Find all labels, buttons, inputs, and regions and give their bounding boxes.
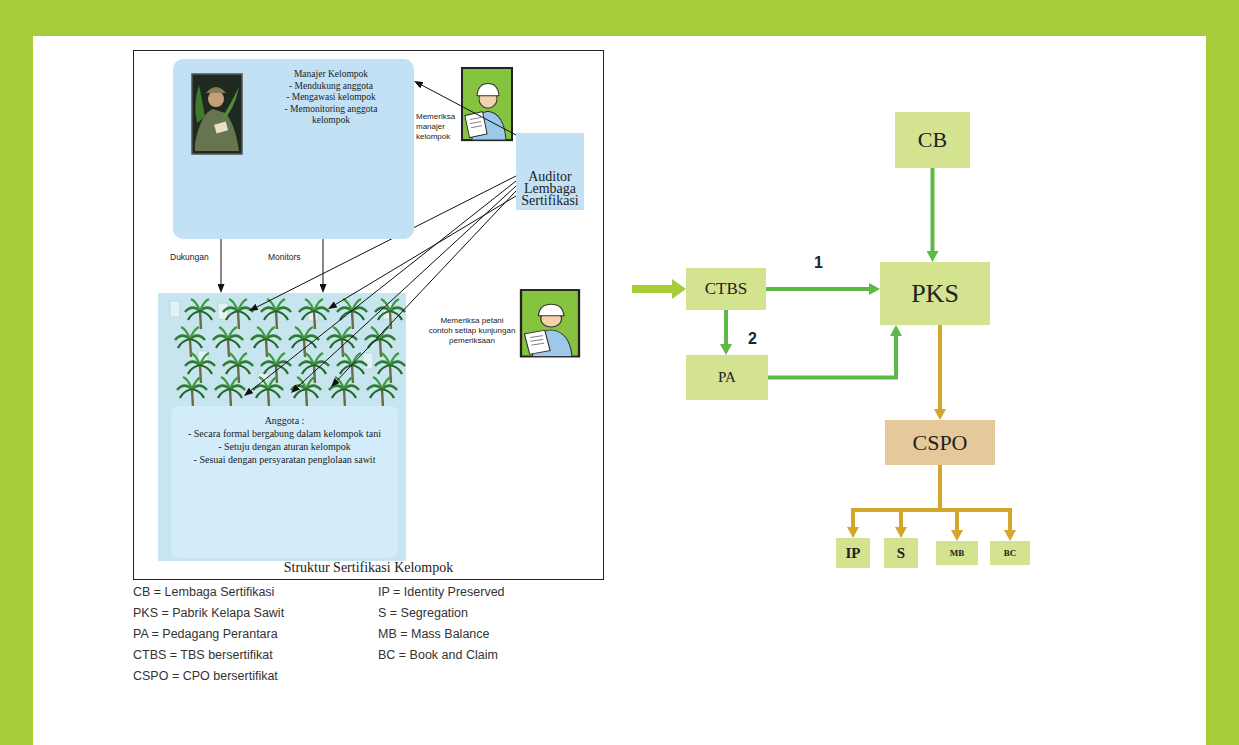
box-label: S xyxy=(897,545,905,562)
box-label: CB xyxy=(918,127,947,153)
note-label: Memeriksa manajer kelompok xyxy=(416,112,462,142)
text-block: S xyxy=(897,545,905,562)
callout-number: 2 xyxy=(748,330,757,348)
abbreviation-item: PKS = Pabrik Kelapa Sawit xyxy=(133,605,284,621)
palm-tree xyxy=(223,299,253,329)
palm-tree xyxy=(175,327,205,357)
model-box: IP xyxy=(836,538,870,568)
text-block: MB xyxy=(950,548,965,558)
box-label: PKS xyxy=(911,279,959,309)
group-structure-box: Struktur Sertifikasi Kelompok Manajer Kel… xyxy=(133,50,604,580)
abbreviation-item: BC = Book and Claim xyxy=(378,647,498,663)
box-text: - Mengawasi kelompok xyxy=(283,92,379,104)
connector-arrow xyxy=(766,287,869,291)
palm-tree xyxy=(215,377,245,407)
connector-arrow xyxy=(940,465,957,530)
abbreviation-item: IP = Identity Preserved xyxy=(378,584,505,600)
connector-arrow xyxy=(632,285,672,293)
flow-box: PA xyxy=(686,355,768,400)
palm-tree xyxy=(329,377,359,407)
palm-tree xyxy=(289,327,319,357)
flow-box: CB xyxy=(895,112,970,168)
callout-number: 1 xyxy=(814,254,823,272)
connector-arrow xyxy=(938,325,942,409)
field-post xyxy=(363,353,373,369)
box-text: Auditor Lembaga Sertifikasi xyxy=(516,171,584,207)
product-box: CSPO xyxy=(885,420,995,465)
palm-tree xyxy=(367,377,397,407)
palm-tree xyxy=(185,299,215,329)
text-block: CSPO xyxy=(912,430,967,456)
abbreviation-item: PA = Pedagang Perantara xyxy=(133,626,278,642)
connector-arrow xyxy=(940,465,1010,530)
text-block: PKS xyxy=(911,279,959,309)
text-block: CTBS xyxy=(705,279,748,299)
box-text: - Memonitoring anggota kelompok xyxy=(283,104,379,127)
model-box: BC xyxy=(990,541,1030,565)
palm-tree xyxy=(251,327,281,357)
box-text: Anggota : xyxy=(179,414,390,427)
connector-arrow xyxy=(724,310,728,344)
abbreviation-item: MB = Mass Balance xyxy=(378,626,490,642)
abbreviation-item: CSPO = CPO bersertifikat xyxy=(133,668,278,684)
abbreviation-item: S = Segregation xyxy=(378,605,468,621)
text-block: CB xyxy=(918,127,947,153)
box-text: - Sesuai dengan persyaratan penglolaan s… xyxy=(179,453,390,466)
manager-box: Manajer Kelompok- Mendukung anggota- Men… xyxy=(173,59,414,239)
box-text: - Secara formal bergabung dalam kelompok… xyxy=(179,427,390,440)
text-block: PA xyxy=(718,369,736,386)
box-text: - Setuju dengan aturan kelompok xyxy=(179,440,390,453)
flow-box: PKS xyxy=(880,262,990,325)
palm-tree xyxy=(337,299,367,329)
text-block: BC xyxy=(1004,548,1017,558)
model-box: MB xyxy=(936,541,978,565)
connector-arrow xyxy=(931,168,935,251)
text-block: Anggota :- Secara formal bergabung dalam… xyxy=(171,406,398,558)
palm-tree xyxy=(299,299,329,329)
edge-label: Monitors xyxy=(268,252,301,262)
palm-tree xyxy=(253,377,283,407)
palm-tree xyxy=(365,327,395,357)
manager-picture xyxy=(191,73,243,155)
text-block: Struktur Sertifikasi Kelompok xyxy=(134,560,603,576)
field-ground xyxy=(158,293,406,561)
member-field: Anggota :- Secara formal bergabung dalam… xyxy=(158,293,406,561)
connector-arrow xyxy=(323,239,324,284)
text-block: IP xyxy=(846,545,861,562)
connector-arrow xyxy=(853,465,940,527)
abbreviation-item: CB = Lembaga Sertifikasi xyxy=(133,584,274,600)
flow-box: CTBS xyxy=(686,268,766,310)
palm-tree xyxy=(261,299,291,329)
box-label: CSPO xyxy=(912,430,967,456)
box-text: Manajer Kelompok xyxy=(283,69,379,81)
connector-arrow xyxy=(901,465,940,527)
field-post xyxy=(170,301,180,317)
box-text: - Mendukung anggota xyxy=(283,81,379,93)
connector-arrow xyxy=(221,239,222,284)
box-text: Struktur Sertifikasi Kelompok xyxy=(134,560,603,576)
palm-tree xyxy=(327,327,357,357)
box-label: PA xyxy=(718,369,736,386)
box-label: CTBS xyxy=(705,279,748,299)
edge-label: Dukungan xyxy=(170,252,209,262)
box-label: IP xyxy=(846,545,861,562)
connector-arrow xyxy=(768,336,896,378)
text-block: Manajer Kelompok- Mendukung anggota- Men… xyxy=(283,69,379,236)
box-label: MB xyxy=(950,548,965,558)
abbreviation-item: CTBS = TBS bersertifikat xyxy=(133,647,273,663)
palm-tree xyxy=(177,377,207,407)
text-block: Auditor Lembaga Sertifikasi xyxy=(516,171,584,207)
palm-tree xyxy=(213,327,243,357)
box-label: BC xyxy=(1004,548,1017,558)
model-box: S xyxy=(884,538,918,568)
auditor-box: Auditor Lembaga Sertifikasi xyxy=(516,133,584,210)
note-label: Memeriksa petani contoh setiap kunjungan… xyxy=(428,316,516,346)
palm-tree xyxy=(291,377,321,407)
